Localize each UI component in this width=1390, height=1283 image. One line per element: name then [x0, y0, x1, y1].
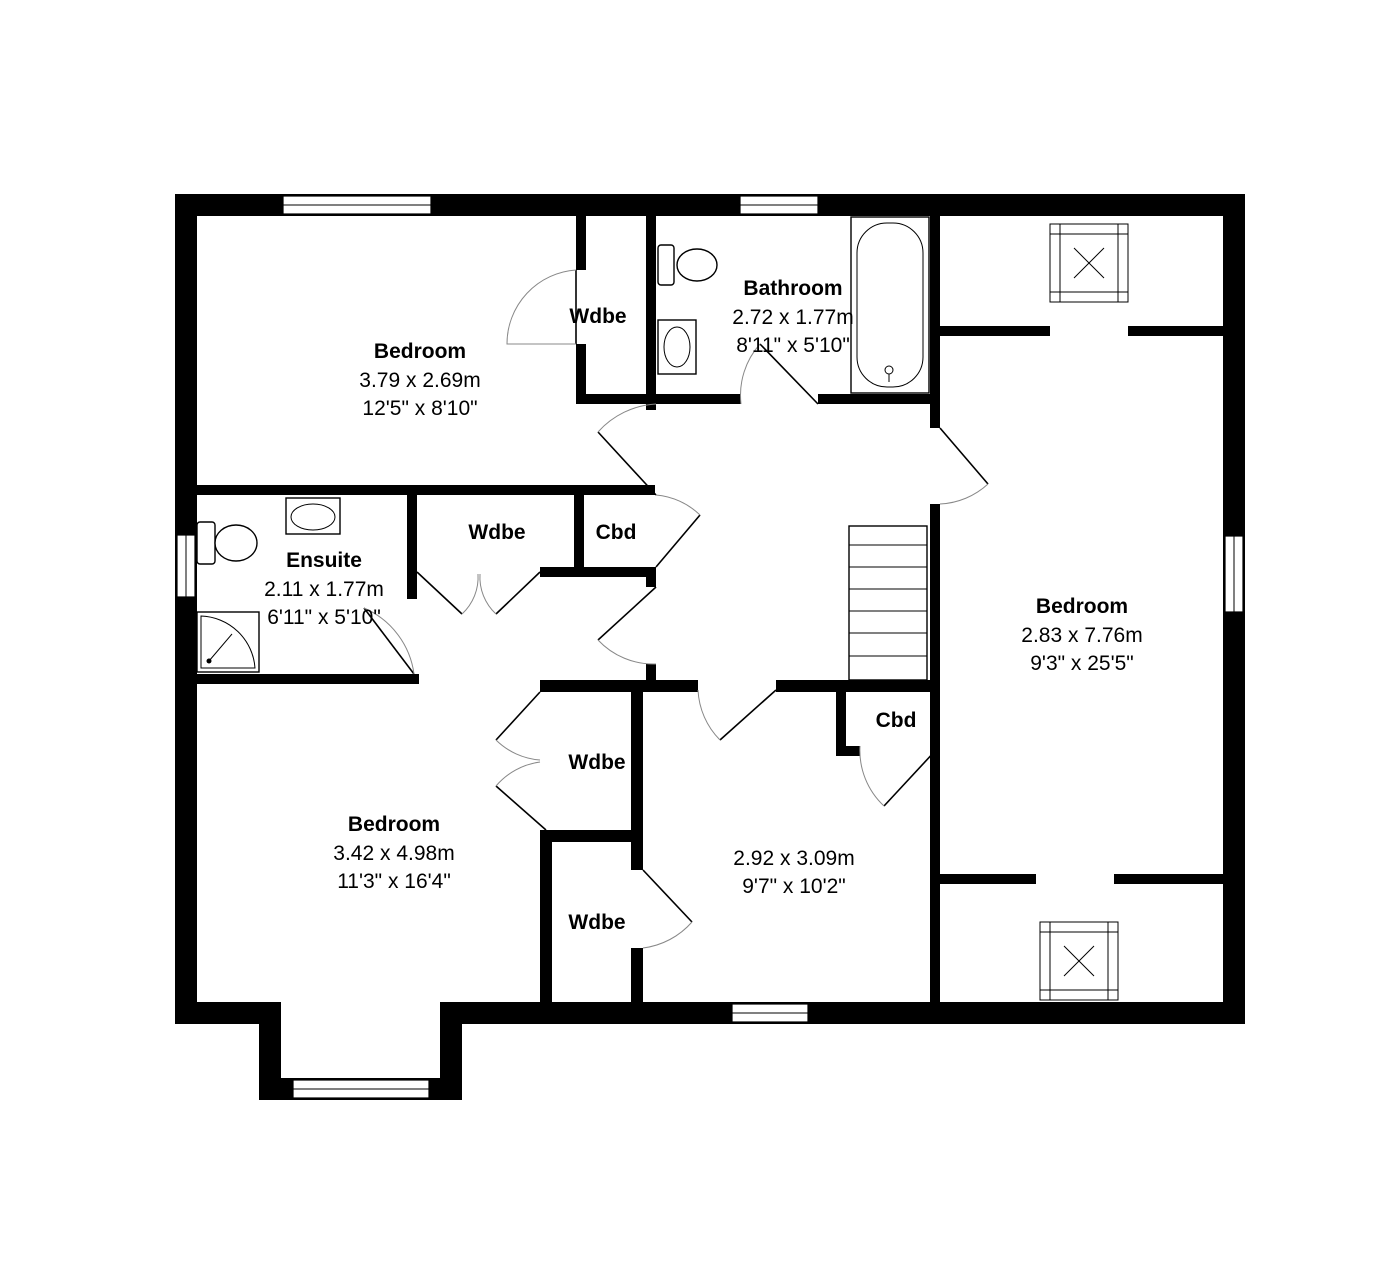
room-metric-bedroom-top-left: 3.79 x 2.69m — [359, 369, 480, 392]
room-name-bedroom-right: Bedroom — [1036, 595, 1128, 618]
room-imperial-ensuite: 6'11" x 5'10" — [267, 606, 381, 629]
door-wdbe-lower-1b — [495, 761, 547, 831]
door-cbd-right — [859, 745, 937, 807]
room-name-ensuite: Ensuite — [286, 549, 362, 572]
room-imperial-bathroom: 8'11" x 5'10" — [736, 334, 850, 357]
door-bathroom — [740, 343, 819, 405]
labels: Bedroom 3.79 x 2.69m 12'5" x 8'10" Wdbe … — [264, 277, 1143, 934]
window-bay — [292, 1079, 430, 1099]
staircase-icon — [848, 525, 928, 681]
fixtures — [196, 216, 1129, 1001]
storage-cbd-right: Cbd — [876, 709, 917, 732]
skylight-top-icon — [1049, 223, 1129, 303]
skylight-bottom-icon — [1039, 921, 1119, 1001]
door-wdbe-top — [506, 269, 577, 345]
room-metric-bedroom-bottom-left: 3.42 x 4.98m — [333, 842, 454, 865]
door-bedroom-bottom-left — [597, 586, 657, 665]
room-name-bedroom-bottom-left: Bedroom — [348, 813, 440, 836]
bath-icon — [850, 216, 930, 394]
storage-wdbe-lower-1: Wdbe — [568, 751, 625, 774]
room-metric-center-bottom: 2.92 x 3.09m — [733, 847, 854, 870]
window-bathroom — [739, 195, 819, 215]
door-cbd-middle — [655, 494, 701, 568]
outer-walls — [175, 194, 1245, 1100]
room-imperial-center-bottom: 9'7" x 10'2" — [742, 875, 846, 898]
door-bedroom-top-left — [597, 403, 657, 496]
storage-cbd-middle: Cbd — [596, 521, 637, 544]
toilet-ensuite-icon — [196, 521, 258, 565]
room-name-bedroom-top-left: Bedroom — [374, 340, 466, 363]
window-right-bedroom — [1224, 535, 1244, 613]
storage-wdbe-middle: Wdbe — [468, 521, 525, 544]
door-wdbe-lower-2 — [642, 869, 693, 949]
basin-ensuite-icon — [285, 497, 341, 535]
basin-bathroom-icon — [657, 319, 697, 375]
storage-wdbe-lower-2: Wdbe — [568, 911, 625, 934]
room-metric-bathroom: 2.72 x 1.77m — [732, 306, 853, 329]
room-imperial-bedroom-top-left: 12'5" x 8'10" — [362, 397, 477, 420]
room-name-bathroom: Bathroom — [743, 277, 842, 300]
toilet-bathroom-icon — [657, 244, 718, 286]
storage-wdbe-top: Wdbe — [569, 305, 626, 328]
window-top-left — [282, 195, 432, 215]
door-ensuite — [363, 607, 415, 675]
door-wdbe-lower-1a — [495, 691, 541, 761]
room-imperial-bedroom-right: 9'3" x 25'5" — [1030, 652, 1134, 675]
window-bottom-center — [731, 1003, 809, 1023]
room-imperial-bedroom-bottom-left: 11'3" x 16'4" — [337, 870, 451, 893]
door-wdbe-middle-right — [479, 571, 541, 615]
interior-walls — [195, 214, 1225, 1004]
door-right-bedroom — [939, 427, 989, 505]
windows — [176, 195, 1244, 1099]
window-ensuite — [176, 534, 196, 598]
room-metric-ensuite: 2.11 x 1.77m — [264, 578, 384, 601]
room-metric-bedroom-right: 2.83 x 7.76m — [1021, 624, 1142, 647]
shower-ensuite-icon — [196, 611, 260, 673]
door-room-center — [697, 689, 777, 741]
doors — [363, 269, 989, 949]
door-wdbe-middle-left — [416, 571, 479, 615]
